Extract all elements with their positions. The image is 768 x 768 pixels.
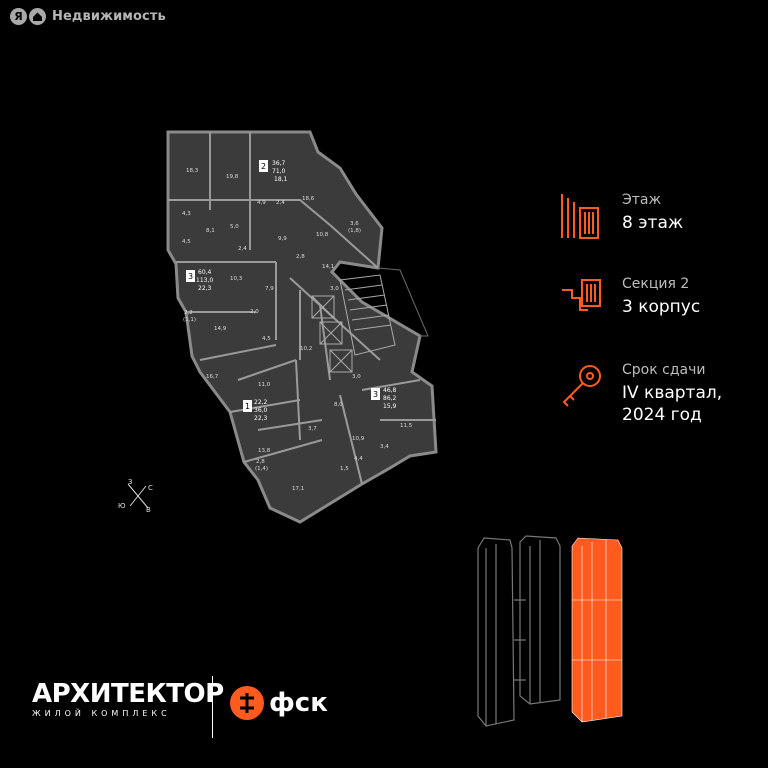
svg-text:22,2: 22,2 bbox=[254, 399, 268, 406]
svg-text:2,8: 2,8 bbox=[296, 254, 305, 260]
svg-text:3,6: 3,6 bbox=[350, 221, 359, 227]
svg-text:11,5: 11,5 bbox=[400, 423, 413, 429]
svg-text:3: 3 bbox=[373, 390, 378, 399]
room-labels: 18,3 19,8 18,6 4,3 8,1 5,0 4,5 2,4 4,9 2… bbox=[182, 168, 413, 492]
svg-text:2,2: 2,2 bbox=[184, 310, 193, 316]
floor-building-icon bbox=[561, 194, 599, 239]
svg-text:3,0: 3,0 bbox=[330, 286, 339, 292]
svg-text:60,4: 60,4 bbox=[198, 269, 212, 276]
svg-text:10,2: 10,2 bbox=[300, 346, 312, 352]
brand-title: Недвижимость bbox=[52, 9, 166, 24]
compass-west: Ю bbox=[118, 502, 126, 510]
svg-text:4,4: 4,4 bbox=[354, 456, 363, 462]
deadline-value-line1: IV квартал, bbox=[622, 383, 723, 403]
svg-text:14,1: 14,1 bbox=[322, 264, 334, 270]
plan-core bbox=[311, 274, 396, 373]
svg-text:3,7: 3,7 bbox=[308, 426, 317, 432]
key-icon bbox=[562, 365, 601, 407]
logo-divider bbox=[212, 676, 213, 738]
fsk-text: фск bbox=[269, 688, 328, 718]
svg-text:17,1: 17,1 bbox=[292, 486, 304, 492]
section-plan-icon bbox=[562, 279, 601, 311]
svg-text:22,3: 22,3 bbox=[198, 285, 212, 292]
svg-text:4,9: 4,9 bbox=[257, 200, 266, 206]
svg-text:71,0: 71,0 bbox=[272, 168, 286, 175]
plan-balcony bbox=[377, 267, 429, 337]
svg-text:2,0: 2,0 bbox=[250, 309, 259, 315]
selected-building bbox=[571, 537, 623, 723]
deadline-label: Срок сдачи bbox=[622, 362, 706, 378]
svg-text:14,9: 14,9 bbox=[214, 326, 227, 332]
compass-north: З bbox=[128, 478, 133, 486]
fsk-logo: фск bbox=[230, 686, 328, 720]
architektor-logo: АРХИТЕКТОР ЖИЛОЙ КОМПЛЕКС bbox=[32, 680, 224, 718]
svg-text:9,9: 9,9 bbox=[278, 236, 287, 242]
svg-text:3,0: 3,0 bbox=[352, 374, 361, 380]
svg-text:10,9: 10,9 bbox=[352, 436, 365, 442]
svg-text:1,5: 1,5 bbox=[340, 466, 349, 472]
svg-text:19,8: 19,8 bbox=[226, 174, 239, 180]
apt-rooms-label: 2 bbox=[261, 162, 266, 171]
svg-text:(1,4): (1,4) bbox=[255, 466, 268, 472]
floor-value: 8 этаж bbox=[622, 213, 684, 233]
architektor-subtitle: ЖИЛОЙ КОМПЛЕКС bbox=[32, 709, 171, 718]
plan-outline bbox=[166, 130, 438, 524]
svg-text:1: 1 bbox=[245, 402, 250, 411]
svg-text:2,4: 2,4 bbox=[276, 200, 285, 206]
svg-text:18,6: 18,6 bbox=[302, 196, 315, 202]
yandex-logo[interactable]: Я bbox=[10, 8, 46, 25]
svg-text:7,9: 7,9 bbox=[265, 286, 274, 292]
floor-label: Этаж bbox=[622, 192, 662, 208]
svg-text:46,8: 46,8 bbox=[383, 387, 397, 394]
svg-text:16,7: 16,7 bbox=[206, 374, 219, 380]
svg-text:2,4: 2,4 bbox=[238, 246, 247, 252]
svg-text:4,5: 4,5 bbox=[182, 239, 191, 245]
header: Я Недвижимость bbox=[10, 8, 166, 25]
svg-text:8,1: 8,1 bbox=[206, 228, 215, 234]
compass: З С Ю В bbox=[118, 478, 158, 514]
svg-text:36,0: 36,0 bbox=[254, 407, 268, 414]
house-logo-icon bbox=[29, 8, 46, 25]
svg-text:10,3: 10,3 bbox=[230, 276, 243, 282]
ya-logo-circle: Я bbox=[10, 8, 27, 25]
svg-text:86,2: 86,2 bbox=[383, 395, 397, 402]
deadline-value: IV квартал, 2024 год bbox=[622, 382, 722, 426]
svg-text:(1,1): (1,1) bbox=[183, 317, 196, 323]
compass-south: В bbox=[146, 506, 151, 514]
svg-text:22,3: 22,3 bbox=[254, 415, 268, 422]
section-value: 3 корпус bbox=[622, 297, 701, 317]
svg-text:13,8: 13,8 bbox=[258, 448, 271, 454]
svg-text:3,4: 3,4 bbox=[380, 444, 389, 450]
plan-walls bbox=[168, 132, 436, 485]
svg-text:10,8: 10,8 bbox=[316, 232, 329, 238]
compass-east: С bbox=[148, 484, 153, 492]
svg-text:18,3: 18,3 bbox=[186, 168, 199, 174]
fsk-logo-icon bbox=[230, 686, 264, 720]
svg-text:2,8: 2,8 bbox=[256, 459, 265, 465]
svg-text:5,0: 5,0 bbox=[230, 224, 239, 230]
architektor-title: АРХИТЕКТОР bbox=[32, 679, 224, 709]
svg-text:11,0: 11,0 bbox=[258, 382, 271, 388]
svg-text:8,0: 8,0 bbox=[334, 402, 343, 408]
svg-text:(1,8): (1,8) bbox=[348, 228, 361, 234]
svg-text:4,5: 4,5 bbox=[262, 336, 271, 342]
section-label: Секция 2 bbox=[622, 276, 690, 292]
svg-text:18,1: 18,1 bbox=[274, 176, 288, 183]
svg-text:4,3: 4,3 bbox=[182, 211, 191, 217]
deadline-value-line2: 2024 год bbox=[622, 405, 702, 425]
svg-text:36,7: 36,7 bbox=[272, 160, 286, 167]
svg-text:3: 3 bbox=[188, 272, 193, 281]
svg-text:15,9: 15,9 bbox=[383, 403, 397, 410]
svg-text:113,0: 113,0 bbox=[196, 277, 213, 284]
